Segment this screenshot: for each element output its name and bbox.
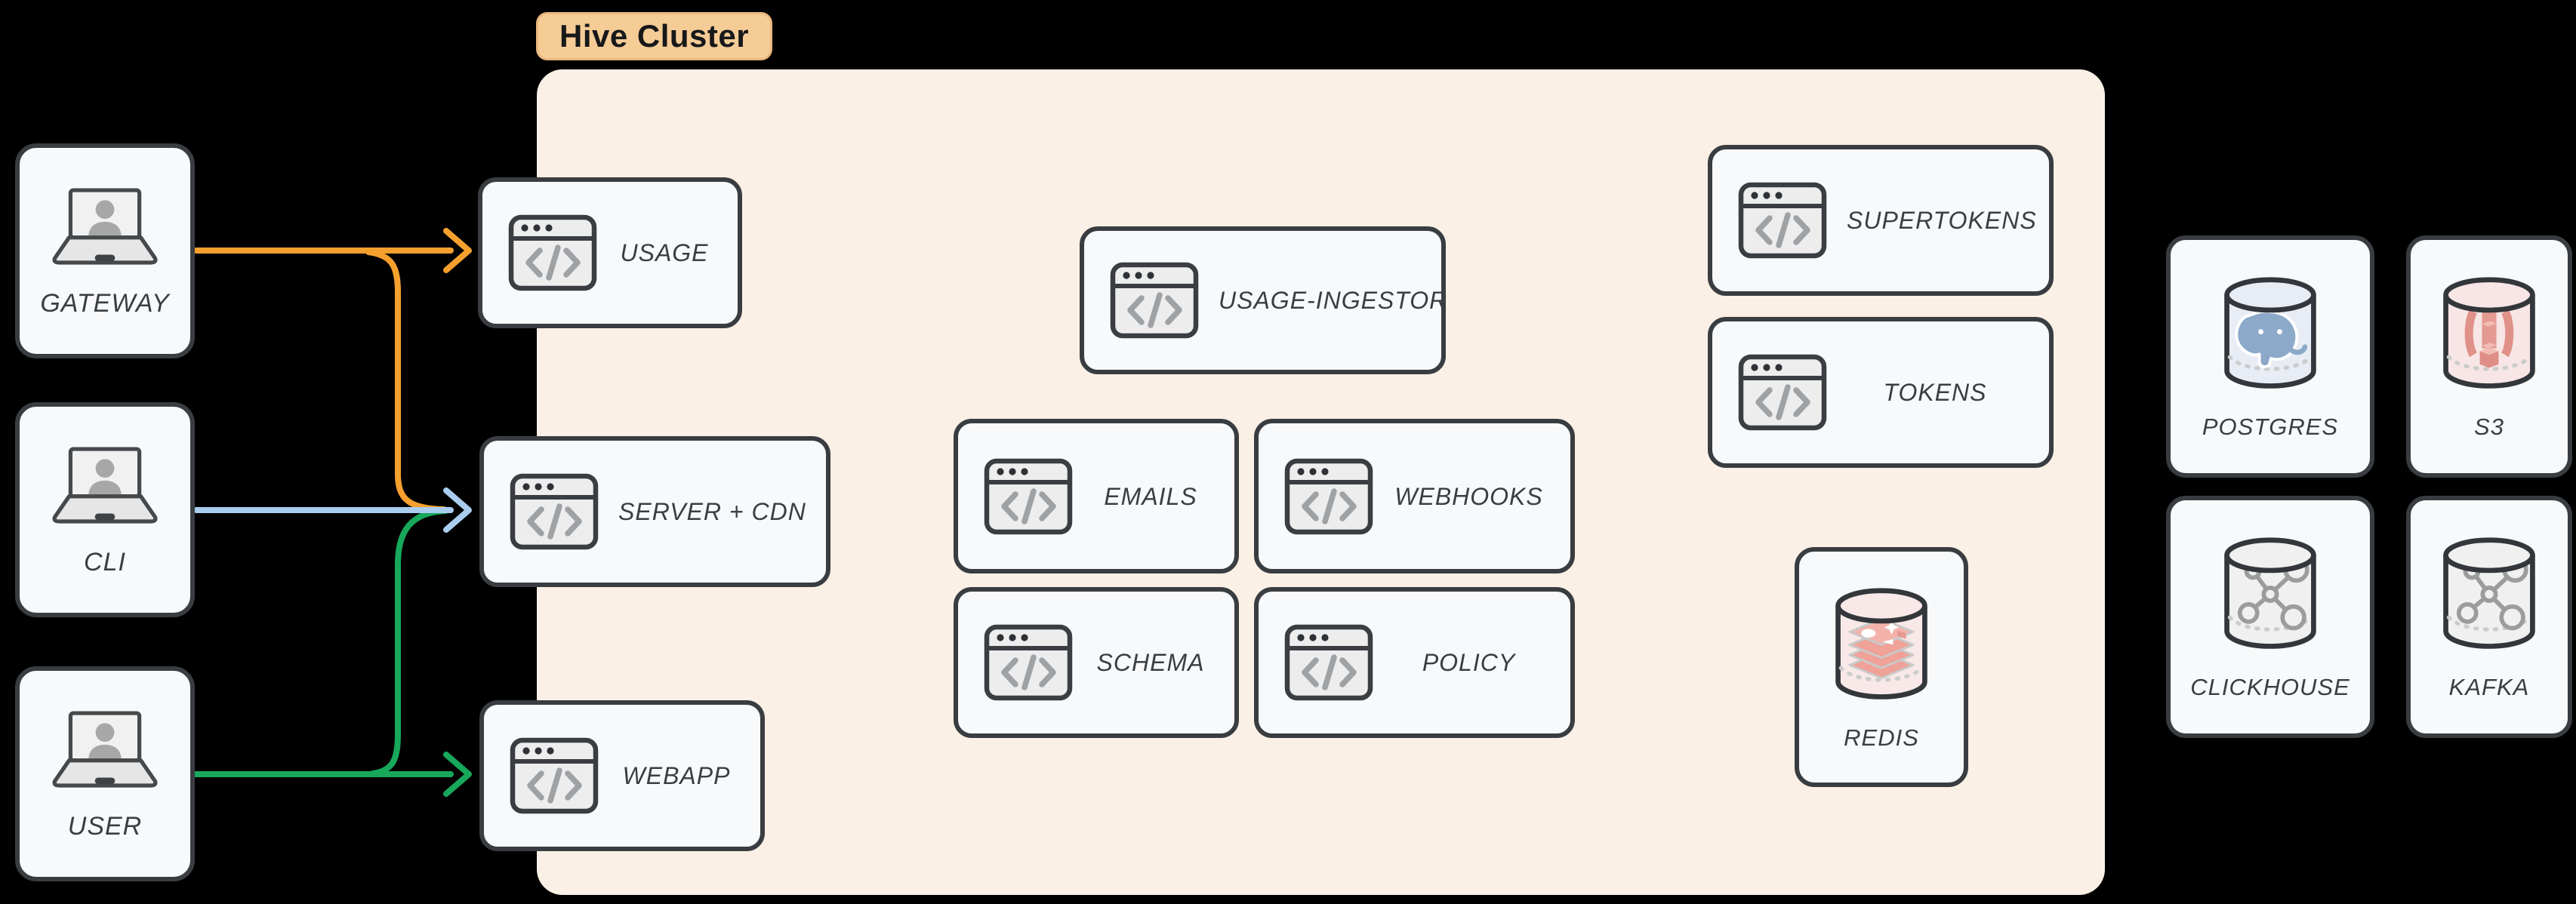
code-window-icon <box>1284 458 1373 534</box>
node-user-label: USER <box>67 811 143 841</box>
node-usage: USAGE <box>478 177 742 328</box>
node-schema: SCHEMA <box>954 587 1239 738</box>
node-clickhouse-label: CLICKHOUSE <box>2190 674 2350 700</box>
node-tokens: TOKENS <box>1708 317 2054 468</box>
code-window-icon <box>510 473 599 550</box>
node-policy: POLICY <box>1254 587 1575 738</box>
node-usage-ingestor-label: USAGE-INGESTOR <box>1219 287 1448 314</box>
code-window-icon <box>1110 262 1199 339</box>
edge-gateway-to-usage-arrowhead <box>443 228 472 273</box>
node-emails-label: EMAILS <box>1104 482 1197 510</box>
node-gateway-label: GATEWAY <box>40 288 170 318</box>
node-gateway: GATEWAY <box>15 143 195 358</box>
node-s3: S3 <box>2406 235 2572 478</box>
edge-cli-to-server-cdn-arrowhead <box>443 487 472 533</box>
network-db-icon <box>2224 537 2316 649</box>
node-emails: EMAILS <box>954 419 1239 573</box>
node-supertokens-label: SUPERTOKENS <box>1847 207 2037 234</box>
postgres-db-icon <box>2224 277 2316 389</box>
laptop-user-icon <box>52 446 158 524</box>
code-window-icon <box>984 458 1073 534</box>
code-window-icon <box>984 624 1073 701</box>
node-webhooks: WEBHOOKS <box>1254 419 1575 573</box>
s3-db-icon <box>2443 277 2535 389</box>
node-postgres-label: POSTGRES <box>2202 414 2339 440</box>
edge-gateway-to-server-cdn <box>365 249 447 512</box>
node-webapp: WEBAPP <box>479 700 765 851</box>
node-redis-label: REDIS <box>1844 724 1919 751</box>
node-policy-label: POLICY <box>1422 649 1516 676</box>
node-schema-label: SCHEMA <box>1096 649 1205 676</box>
edge-user-to-server-cdn <box>370 508 448 776</box>
code-window-icon <box>508 214 597 291</box>
code-window-icon <box>1284 624 1373 701</box>
node-user: USER <box>15 666 195 881</box>
node-kafka: KAFKA <box>2406 496 2572 738</box>
node-kafka-label: KAFKA <box>2448 674 2530 700</box>
code-window-icon <box>1738 182 1827 259</box>
code-window-icon <box>1738 354 1827 431</box>
node-supertokens: SUPERTOKENS <box>1708 145 2054 296</box>
edge-user-to-webapp-arrowhead <box>443 752 472 797</box>
node-redis: REDIS <box>1795 547 1968 787</box>
node-server-cdn: SERVER + CDN <box>479 436 830 587</box>
node-postgres: POSTGRES <box>2166 235 2374 478</box>
node-server-cdn-label: SERVER + CDN <box>618 498 806 525</box>
network-db-icon <box>2443 537 2535 649</box>
node-usage-label: USAGE <box>620 239 709 266</box>
node-s3-label: S3 <box>2474 414 2504 440</box>
node-cli: CLI <box>15 402 195 617</box>
code-window-icon <box>510 737 599 814</box>
node-tokens-label: TOKENS <box>1883 379 1987 406</box>
node-clickhouse: CLICKHOUSE <box>2166 496 2374 738</box>
redis-db-icon <box>1835 587 1927 700</box>
laptop-user-icon <box>52 710 158 788</box>
node-webapp-label: WEBAPP <box>622 762 731 789</box>
node-webhooks-label: WEBHOOKS <box>1394 482 1543 510</box>
hive-cluster-badge-label: Hive Cluster <box>559 18 750 54</box>
hive-cluster-badge: Hive Cluster <box>536 12 773 60</box>
node-cli-label: CLI <box>84 547 126 577</box>
laptop-user-icon <box>52 187 158 265</box>
node-usage-ingestor: USAGE-INGESTOR <box>1080 226 1448 374</box>
